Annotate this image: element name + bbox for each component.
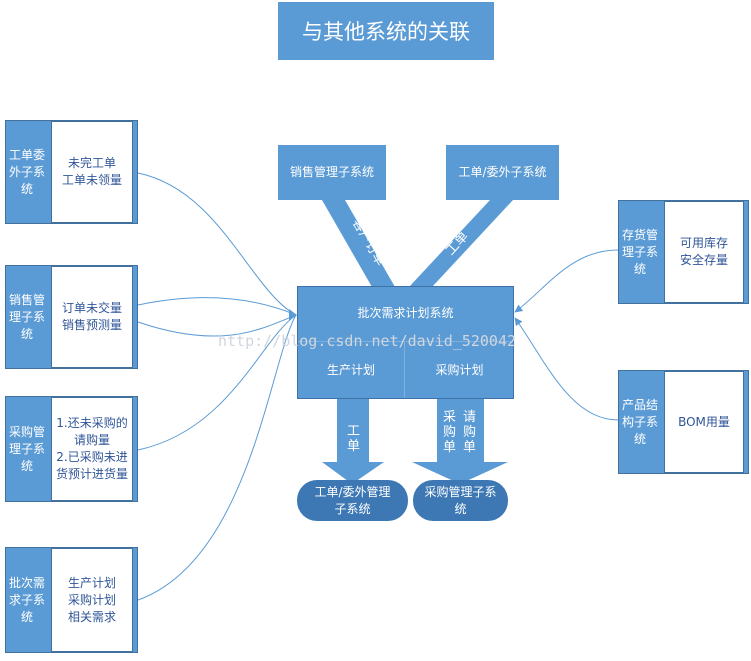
output-purchase-subsystem: 采购管理子系统 — [413, 480, 508, 521]
card-label: 采购管理子系统 — [9, 424, 46, 473]
card-batch-subsystem: 批次需求子系统 生产计划 采购计划 相关需求 — [5, 547, 138, 653]
card-body: BOM用量 — [664, 371, 744, 473]
connector-junction — [289, 309, 297, 321]
customer-order-arrow — [322, 200, 395, 287]
card-purchase-subsystem: 采购管理子系统 1.还未采购的请购量 2.已采购未进货预计进货量 — [5, 396, 138, 502]
watermark: http://blog.csdn.net/david_520042 — [218, 332, 517, 350]
workorder-top-arrow — [409, 200, 513, 287]
card-body: 可用库存 安全存量 — [664, 201, 744, 303]
production-plan-cell: 生产计划 — [298, 341, 405, 398]
connector-left-1 — [137, 172, 297, 316]
connector-left-4 — [137, 314, 297, 451]
purchase-plan-cell: 采购计划 — [406, 341, 513, 398]
label-requisition: 请购单 — [462, 410, 476, 455]
connector-left-3 — [137, 314, 297, 337]
label-purchase-order: 采购单 — [442, 410, 456, 455]
page-title: 与其他系统的关联 — [278, 2, 494, 60]
card-label: 工单委外子系统 — [9, 147, 46, 196]
box-workorder-subsystem: 工单/委外子系统 — [446, 145, 559, 200]
connector-left-2 — [137, 297, 297, 316]
center-system: 批次需求计划系统 生产计划 采购计划 — [297, 286, 514, 399]
center-title: 批次需求计划系统 — [298, 287, 513, 339]
card-workorder-subsystem: 工单委外子系统 未完工单 工单未领量 — [5, 120, 138, 224]
connector-right-2 — [514, 317, 619, 421]
card-body: 未完工单 工单未领量 — [51, 121, 133, 223]
card-label: 批次需求子系统 — [9, 575, 46, 624]
card-inventory-subsystem: 存货管理子系统 可用库存 安全存量 — [618, 200, 749, 304]
card-bom-subsystem: 产品结构子系统 BOM用量 — [618, 370, 749, 474]
card-body: 1.还未采购的请购量 2.已采购未进货预计进货量 — [51, 397, 133, 501]
connector-left-5 — [137, 314, 297, 601]
card-body: 订单未交量 销售预测量 — [51, 266, 133, 368]
connector-right-1 — [514, 249, 619, 313]
requisition-down-arrow — [412, 398, 508, 484]
label-workorder-bottom: 工单 — [346, 424, 360, 454]
card-label: 销售管理子系统 — [9, 292, 46, 341]
card-body: 生产计划 采购计划 相关需求 — [51, 548, 133, 652]
workorder-down-arrow — [322, 398, 384, 484]
card-label: 存货管理子系统 — [622, 227, 659, 276]
output-workorder-subsystem: 工单/委外管理子系统 — [297, 480, 408, 521]
card-sales-subsystem: 销售管理子系统 订单未交量 销售预测量 — [5, 265, 138, 369]
card-label: 产品结构子系统 — [622, 397, 659, 446]
box-sales-subsystem: 销售管理子系统 — [278, 145, 386, 200]
